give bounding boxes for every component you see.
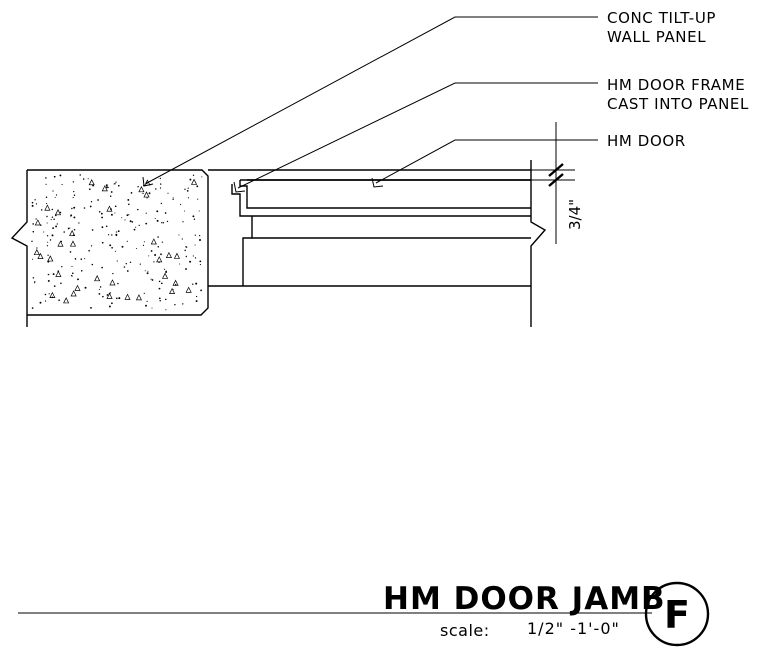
break-line-right	[530, 160, 547, 327]
leader-door-frame	[233, 82, 598, 193]
note-conc-panel-line1: CONC TILT-UP	[607, 9, 716, 27]
leader-hm-door	[371, 139, 598, 188]
detail-callout-circle	[644, 581, 710, 647]
leader-conc-panel	[142, 16, 598, 187]
dimension-text: 3/4"	[566, 199, 584, 230]
detail-title: HM DOOR JAMB	[383, 581, 666, 617]
hm-door-frame	[208, 169, 531, 287]
scale-label: scale:	[440, 621, 490, 640]
concrete-wall-panel	[10, 169, 209, 327]
note-door-frame-line1: HM DOOR FRAME	[607, 76, 745, 94]
note-hm-door: HM DOOR	[607, 132, 686, 150]
scale-value: 1/2" -1'-0"	[527, 619, 620, 638]
concrete-stipple-pattern	[31, 174, 203, 311]
dimension-three-quarter: 3/4"	[531, 122, 584, 244]
detail-id: F	[664, 593, 690, 637]
note-door-frame-line2: CAST INTO PANEL	[607, 95, 749, 113]
title-block: HM DOOR JAMB scale: 1/2" -1'-0" F	[18, 581, 710, 647]
note-conc-panel-line2: WALL PANEL	[607, 28, 706, 46]
